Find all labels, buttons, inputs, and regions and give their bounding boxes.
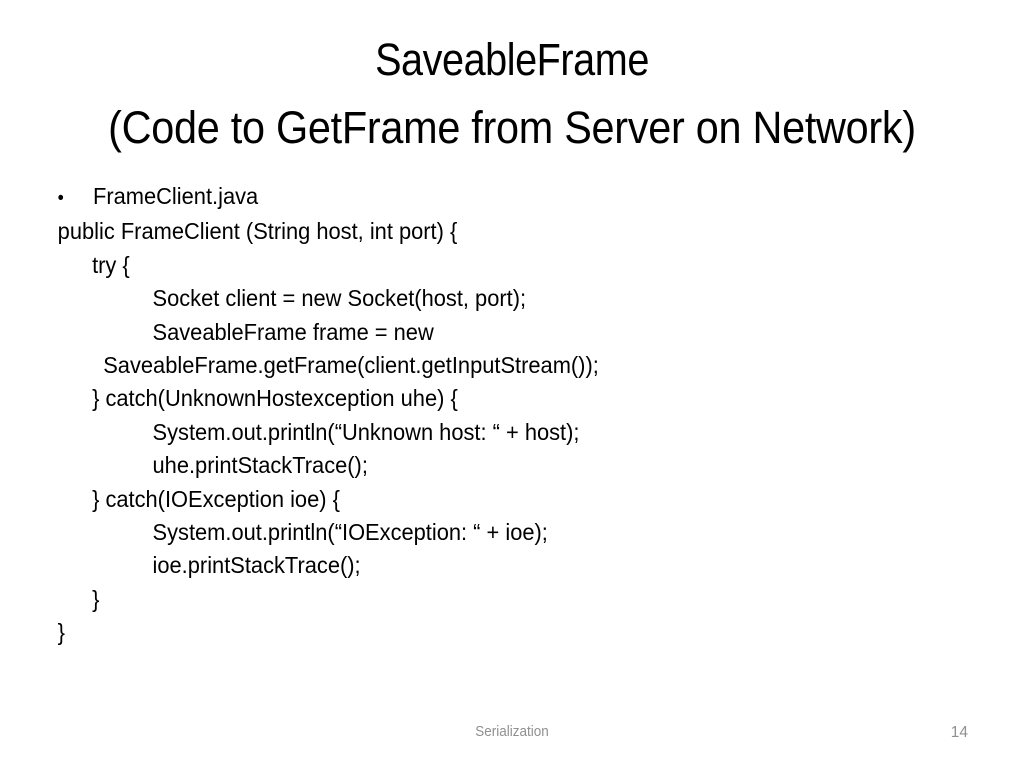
code-line: ioe.printStackTrace(); xyxy=(152,552,361,579)
code-line: } xyxy=(57,619,65,646)
code-line: Socket client = new Socket(host, port); xyxy=(152,285,527,312)
slide-number: 14 xyxy=(950,724,968,741)
code-line: SaveableFrame.getFrame(client.getInputSt… xyxy=(103,352,599,379)
code-line: try { xyxy=(92,251,130,278)
bullet-point-icon: • xyxy=(57,188,64,209)
slide-title: SaveableFrame xyxy=(375,34,649,85)
bullet-item-label: FrameClient.java xyxy=(93,183,259,209)
footer-label: Serialization xyxy=(475,724,549,740)
code-line: uhe.printStackTrace(); xyxy=(152,452,368,479)
slide-body: • FrameClient.java public FrameClient (S… xyxy=(0,180,1024,650)
code-line: } catch(IOException ioe) { xyxy=(92,485,340,512)
code-line: public FrameClient (String host, int por… xyxy=(57,218,458,245)
code-line: System.out.println(“IOException: “ + ioe… xyxy=(152,519,548,546)
code-line: SaveableFrame frame = new xyxy=(152,318,434,345)
slide-subtitle: (Code to GetFrame from Server on Network… xyxy=(108,102,916,153)
bullet-list-item: • FrameClient.java xyxy=(0,180,952,215)
code-line: System.out.println(“Unknown host: “ + ho… xyxy=(152,418,580,445)
code-block: public FrameClient (String host, int por… xyxy=(0,215,1024,649)
code-line: } catch(UnknownHostexception uhe) { xyxy=(92,385,458,412)
slide-footer: Serialization 14 xyxy=(0,708,1024,768)
code-line: } xyxy=(92,585,100,612)
slide-title-block: SaveableFrame (Code to GetFrame from Ser… xyxy=(0,26,1024,162)
